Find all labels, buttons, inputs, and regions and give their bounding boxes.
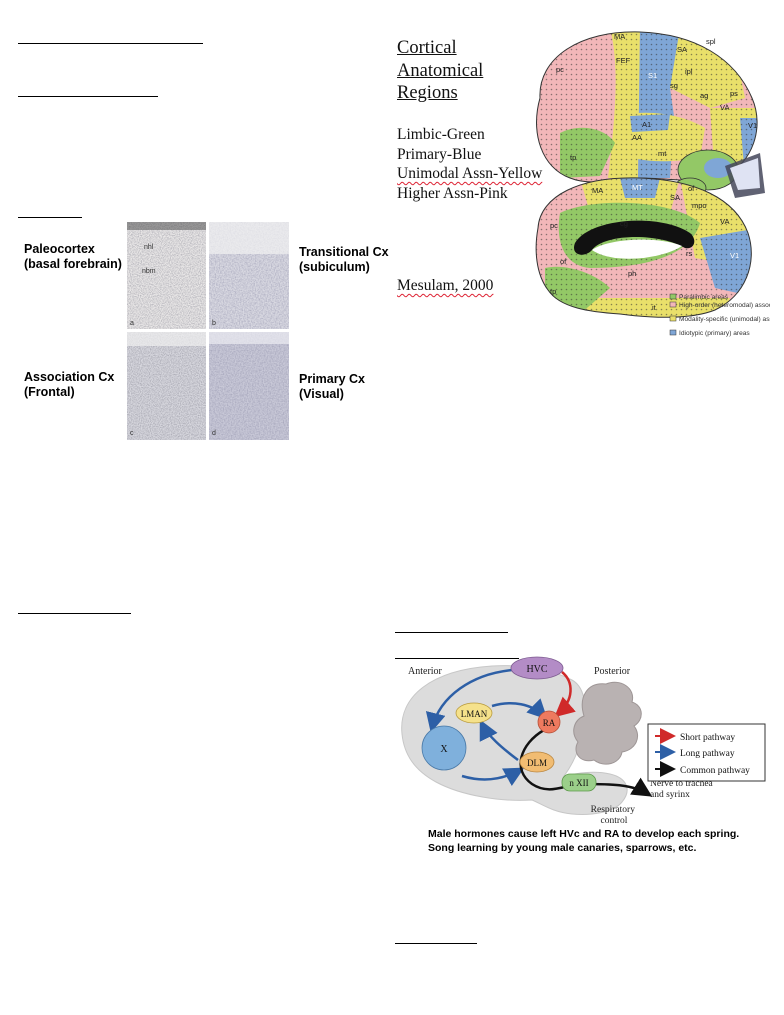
- label-association-cortex: Association Cx(Frontal): [24, 370, 115, 399]
- cortical-brain-maps: MA spl SA pc FEF S1 ipl sg VA ps V1 A1 A…: [535, 31, 770, 337]
- nucleus-lman: LMAN: [455, 702, 493, 724]
- long-pathway-lman-ra: [491, 698, 548, 720]
- label-anterior: Anterior: [408, 666, 443, 677]
- micrograph-panel-b: b: [209, 222, 289, 329]
- corpus-callosum: [573, 220, 695, 255]
- heading-rule-3: [18, 217, 82, 218]
- nucleus-x: X: [421, 725, 467, 771]
- med-label-sa: SA: [670, 193, 680, 202]
- label-transitional-cortex: Transitional Cx(subiculum): [299, 245, 389, 274]
- nucleus-hvc: HVC: [510, 656, 564, 680]
- svg-text:RA: RA: [543, 718, 556, 728]
- nucleus-ra: RA: [537, 710, 561, 734]
- heading-rule-7: [395, 943, 477, 944]
- panel-letter-d: d: [212, 430, 216, 437]
- med-label-cg: cg: [620, 219, 628, 228]
- cerebellum: [573, 681, 642, 765]
- micrograph-panel-a: nhl nbm a: [127, 222, 206, 329]
- legend-short-pathway: Short pathway: [680, 733, 735, 743]
- panel-letter-b: b: [212, 320, 216, 327]
- lat-label-sg: sg: [670, 81, 678, 90]
- short-pathway-arrow: [554, 671, 576, 718]
- svg-text:HVC: HVC: [526, 664, 547, 675]
- panel-letter-a: a: [130, 320, 134, 327]
- lat-label-tp: tp: [570, 153, 576, 162]
- lat-label-pc: pc: [556, 65, 564, 74]
- legend-higher: Higher Assn-Pink: [397, 184, 508, 202]
- micrograph-panel-c: c: [127, 332, 206, 440]
- songbird-circuit-diagram: Anterior Posterior HVC LMAN RA X DLM n X…: [401, 656, 766, 826]
- lat-label-va: VA: [720, 103, 729, 112]
- med-label-mpo: mpo: [692, 201, 707, 210]
- heading-rule-2: [18, 96, 158, 97]
- legend-unimodal: Unimodal Assn-Yellow: [397, 165, 543, 182]
- heading-rule-6: [395, 658, 519, 659]
- lat-label-sa: SA: [677, 45, 687, 54]
- medial-brain-view: [536, 177, 752, 318]
- legend-long-pathway: Long pathway: [680, 749, 735, 759]
- lat-label-of: of: [688, 184, 695, 193]
- long-pathway-hvc-x: [425, 668, 513, 733]
- key-heteromodal: High-order (heteromodal) association are…: [679, 302, 770, 309]
- area-type-key: Paralimbic areas High-order (heteromodal…: [669, 293, 770, 337]
- lat-label-ipl: ipl: [685, 67, 693, 76]
- med-label-va: VA: [720, 217, 729, 226]
- cortical-title: Cortical Anatomical Regions: [397, 38, 484, 103]
- histology-micrographs: nhl nbm a b c d: [126, 221, 290, 441]
- lat-label-v1: V1: [748, 121, 757, 130]
- heading-rule-5: [395, 632, 508, 633]
- panel-mark-nbm: nbm: [142, 268, 156, 275]
- label-posterior: Posterior: [594, 666, 631, 677]
- lat-label-spl: spl: [706, 37, 716, 46]
- med-label-tp: tp: [550, 287, 556, 296]
- key-idiotypic: Idiotypic (primary) areas: [679, 330, 750, 337]
- med-label-rs: rs: [686, 249, 692, 258]
- med-label-ph: ph: [628, 269, 636, 278]
- heading-rule-1: [18, 43, 203, 44]
- panel-mark-nhl: nhl: [144, 244, 154, 251]
- svg-text:X: X: [440, 744, 448, 755]
- key-unimodal: Modality-specific (unimodal) association…: [679, 316, 770, 323]
- legend-primary: Primary-Blue: [397, 145, 482, 163]
- lat-label-ma: MA: [614, 32, 625, 41]
- lateral-brain-view: [536, 31, 758, 183]
- label-nerve: Nerve to trachea and syrinx: [650, 779, 715, 800]
- med-label-of: of: [560, 257, 567, 266]
- micrograph-panel-d: d: [209, 332, 289, 440]
- label-respiratory-control: Respiratory control: [591, 805, 638, 826]
- svg-text:DLM: DLM: [527, 758, 547, 768]
- lat-label-mt: mt: [658, 149, 667, 158]
- nucleus-nxii: n XII: [561, 773, 597, 792]
- heading-rule-4: [18, 613, 131, 614]
- lat-label-s1: S1: [648, 71, 657, 80]
- legend-limbic: Limbic-Green: [397, 126, 485, 143]
- lat-label-aa: AA: [632, 133, 642, 142]
- lat-label-ag: ag: [700, 91, 708, 100]
- common-pathway-arrow: [519, 728, 653, 797]
- lat-label-ps: ps: [730, 89, 738, 98]
- orbital-inset: [673, 149, 765, 199]
- med-label-pc: pc: [550, 221, 558, 230]
- pathway-legend: Short pathway Long pathway Common pathwa…: [647, 723, 766, 782]
- svg-text:LMAN: LMAN: [461, 709, 488, 719]
- med-label-v1: V1: [730, 251, 739, 260]
- label-primary-cortex: Primary Cx(Visual): [299, 372, 366, 401]
- citation-mesulam: Mesulam, 2000: [397, 277, 494, 294]
- cortical-color-legend: Limbic-Green Primary-Blue Unimodal Assn-…: [397, 125, 542, 203]
- nucleus-dlm: DLM: [519, 751, 555, 773]
- med-label-mt: MT: [632, 183, 643, 192]
- songbird-caption: Male hormones cause left HVc and RA to d…: [428, 828, 740, 854]
- key-paralimbic: Paralimbic areas: [679, 294, 729, 301]
- svg-text:n XII: n XII: [569, 778, 588, 788]
- lat-label-a1: A1: [642, 120, 651, 129]
- lat-label-fef: FEF: [616, 56, 631, 65]
- legend-common-pathway: Common pathway: [680, 766, 750, 776]
- panel-letter-c: c: [130, 430, 134, 437]
- med-label-it: it: [652, 303, 657, 312]
- long-pathway-x-dlm: [461, 767, 525, 787]
- long-pathway-dlm-lman: [479, 719, 519, 761]
- label-paleocortex: Paleocortex(basal forebrain): [24, 242, 122, 271]
- med-label-ma: MA: [592, 186, 603, 195]
